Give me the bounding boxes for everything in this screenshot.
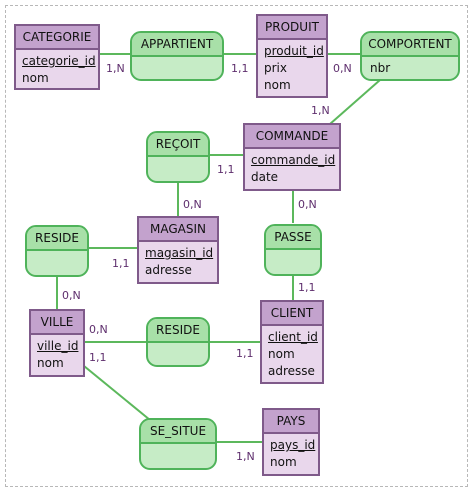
cardinality-magasin-reside: 1,1 (112, 257, 130, 270)
cardinality-client-passe: 1,1 (298, 281, 316, 294)
attribute: prix (264, 61, 287, 75)
diagram-frame (5, 5, 468, 487)
attribute: nom (264, 78, 291, 92)
entity-commande[interactable]: COMMANDE commande_id date (243, 123, 341, 191)
cardinality-client-reside: 1,1 (236, 347, 254, 360)
cardinality-magasin-recoit: 0,N (183, 198, 202, 211)
association-title: COMPORTENT (362, 33, 458, 57)
cardinality-produit-comporte: 0,N (333, 62, 352, 75)
attribute: nom (270, 455, 297, 469)
association-title: SE_SITUE (141, 420, 215, 444)
entity-title: VILLE (31, 311, 83, 335)
entity-produit[interactable]: PRODUIT produit_id prix nom (256, 14, 328, 98)
cardinality-commande-passe: 0,N (298, 198, 317, 211)
entity-title: PAYS (264, 410, 318, 434)
association-comporte[interactable]: COMPORTENT nbr (360, 31, 460, 81)
association-se-situe[interactable]: SE_SITUE (139, 418, 217, 470)
association-reside-client[interactable]: RESIDE (146, 317, 210, 367)
link-comporte-commande (329, 79, 381, 125)
association-title: REÇOIT (148, 133, 208, 157)
attribute: nom (37, 356, 64, 370)
primary-key: commande_id (251, 153, 336, 167)
entity-ville[interactable]: VILLE ville_id nom (29, 309, 85, 377)
attribute: adresse (145, 263, 192, 277)
primary-key: ville_id (37, 339, 79, 353)
association-title: PASSE (266, 226, 320, 250)
attribute: nom (268, 347, 295, 361)
association-title: RESIDE (148, 319, 208, 343)
entity-categorie[interactable]: CATEGORIE categorie_id nom (14, 24, 100, 90)
association-recoit[interactable]: REÇOIT (146, 131, 210, 183)
entity-title: COMMANDE (245, 125, 339, 149)
association-attribute: nbr (370, 61, 391, 75)
attribute: date (251, 170, 279, 184)
entity-magasin[interactable]: MAGASIN magasin_id adresse (137, 216, 219, 284)
cardinality-commande-comporte: 1,N (311, 104, 330, 117)
primary-key: categorie_id (22, 54, 96, 68)
association-passe[interactable]: PASSE (264, 224, 322, 276)
primary-key: pays_id (270, 438, 316, 452)
association-title: APPARTIENT (132, 33, 222, 57)
attribute: adresse (268, 364, 315, 378)
cardinality-commande-recoit: 1,1 (217, 163, 235, 176)
entity-title: PRODUIT (258, 16, 326, 40)
cardinality-produit-appartient: 1,1 (231, 62, 249, 75)
association-title: RESIDE (27, 227, 87, 251)
cardinality-ville-reside-client: 0,N (89, 323, 108, 336)
entity-title: CATEGORIE (16, 26, 98, 50)
entity-title: MAGASIN (139, 218, 217, 242)
primary-key: client_id (268, 330, 318, 344)
primary-key: produit_id (264, 44, 324, 58)
primary-key: magasin_id (145, 246, 214, 260)
association-reside-magasin[interactable]: RESIDE (25, 225, 89, 277)
attribute: nom (22, 71, 49, 85)
cardinality-pays-se-situe: 1,N (236, 450, 255, 463)
entity-pays[interactable]: PAYS pays_id nom (262, 408, 320, 476)
cardinality-ville-reside-magasin: 0,N (62, 289, 81, 302)
cardinality-categorie-appartient: 1,N (106, 62, 125, 75)
entity-client[interactable]: CLIENT client_id nom adresse (260, 300, 324, 384)
link-ville-se-situe (83, 365, 151, 421)
association-appartient[interactable]: APPARTIENT (130, 31, 224, 81)
entity-title: CLIENT (262, 302, 322, 326)
cardinality-ville-se-situe: 1,1 (89, 351, 107, 364)
